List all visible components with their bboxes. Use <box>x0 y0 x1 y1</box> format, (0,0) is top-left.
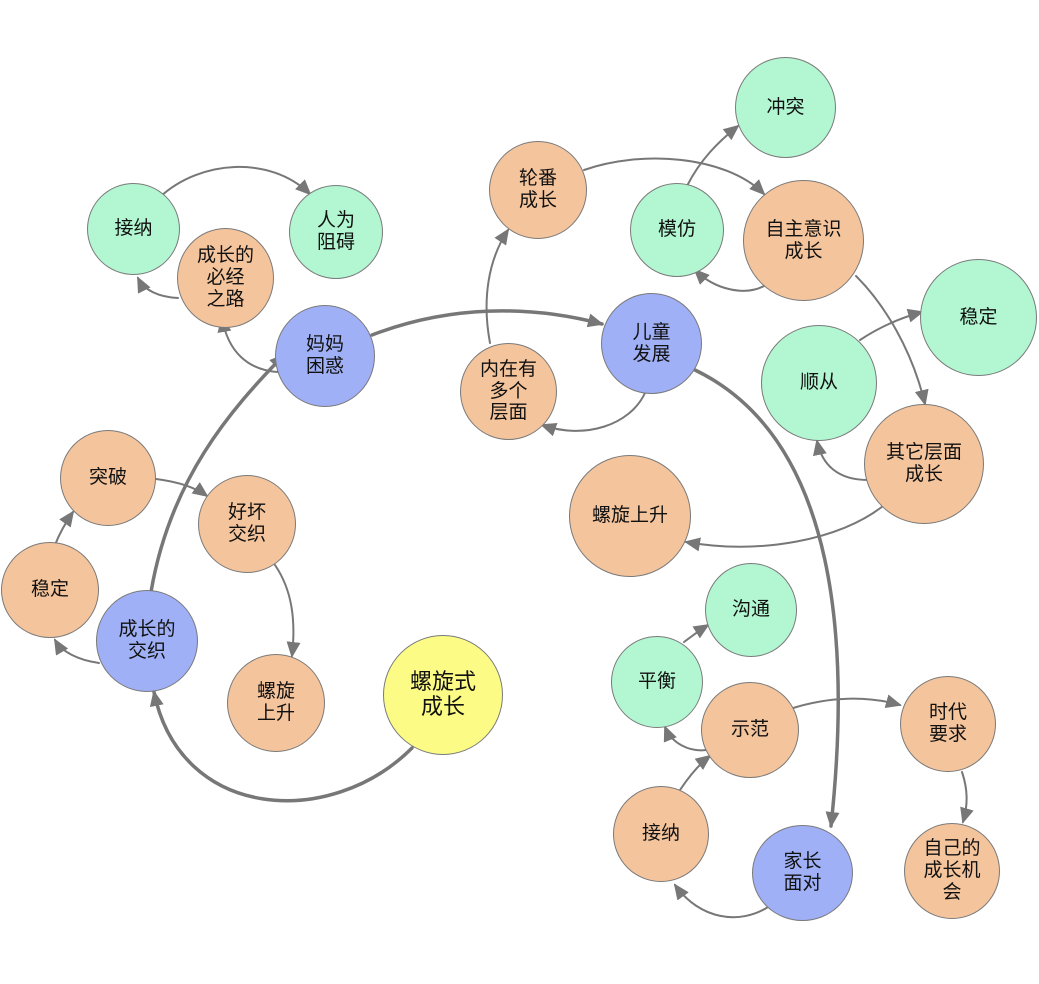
node-child-development-label: 儿童 发展 <box>632 320 671 365</box>
node-multiple-levels-label: 内在有 多个 层面 <box>479 357 537 424</box>
edge-child-to-levels <box>540 392 646 437</box>
node-breakthrough-label: 突破 <box>88 466 127 489</box>
node-own-opportunity: 自己的 成长机 会 <box>904 823 1000 919</box>
node-spiral-growth-label: 螺旋式 成长 <box>409 669 476 720</box>
node-good-bad-interweave: 好坏 交织 <box>198 475 296 573</box>
node-parents-face: 家长 面对 <box>752 825 853 921</box>
node-stable-right: 稳定 <box>920 259 1037 376</box>
node-demonstrate-label: 示范 <box>730 718 769 741</box>
edge-parents-to-accept <box>673 883 769 919</box>
node-stable-left-label: 稳定 <box>30 578 69 601</box>
node-take-turns: 轮番 成长 <box>489 141 587 239</box>
node-balance-label: 平衡 <box>637 670 676 693</box>
node-spiral-up-right: 螺旋上升 <box>569 455 691 577</box>
node-balance: 平衡 <box>611 636 703 728</box>
edge-child-to-parents <box>693 368 840 828</box>
edge-interweave-to-stable <box>53 638 100 664</box>
edge-demonstrate-to-balance <box>663 725 707 752</box>
node-era-requirement: 时代 要求 <box>900 676 996 772</box>
node-artificial-obstacle: 人为 阻碍 <box>289 185 383 279</box>
node-own-opportunity-label: 自己的 成长机 会 <box>923 837 981 903</box>
edge-autonomy-to-other <box>855 275 929 406</box>
node-take-turns-label: 轮番 成长 <box>518 167 557 211</box>
node-spiral-up-left: 螺旋 上升 <box>227 654 325 752</box>
edge-other-to-spiralup <box>684 505 884 552</box>
edge-path-to-accept <box>137 276 179 299</box>
edge-goodbad-to-spiralup <box>274 564 301 658</box>
node-multiple-levels: 内在有 多个 层面 <box>460 343 557 440</box>
node-growth-interweave-label: 成长的 交织 <box>118 618 176 662</box>
node-artificial-obstacle-label: 人为 阻碍 <box>316 209 355 253</box>
node-good-bad-interweave-label: 好坏 交织 <box>227 501 266 545</box>
node-child-development: 儿童 发展 <box>601 293 702 394</box>
node-growth-interweave: 成长的 交织 <box>96 590 198 692</box>
node-stable-right-label: 稳定 <box>959 305 998 328</box>
node-stable-left: 稳定 <box>1 542 99 638</box>
edge-interweave-to-mom <box>149 353 286 594</box>
node-communication: 沟通 <box>705 563 797 657</box>
node-obedience: 顺从 <box>761 325 877 441</box>
node-conflict: 冲突 <box>735 57 836 158</box>
node-autonomy-label: 自主意识 成长 <box>765 217 842 262</box>
node-conflict-label: 冲突 <box>766 95 805 118</box>
node-other-levels-label: 其它层面 成长 <box>885 441 962 485</box>
edge-other-to-obedience <box>813 439 869 481</box>
node-mom-confusion: 妈妈 困惑 <box>275 305 375 407</box>
node-necessary-path-label: 成长的 必经 之路 <box>196 244 254 310</box>
edge-breakthrough-to-goodbad <box>155 478 209 498</box>
edge-levels-to-turns <box>485 228 510 344</box>
node-accept-bottom: 接纳 <box>613 786 709 882</box>
edge-obedience-to-stable <box>859 308 924 341</box>
edge-autonomy-to-imitation <box>693 268 765 292</box>
edge-balance-to-communication <box>683 623 710 643</box>
node-accept-top: 接纳 <box>87 183 180 275</box>
edge-turns-to-autonomy <box>583 157 766 196</box>
node-communication-label: 沟通 <box>731 598 770 621</box>
node-breakthrough: 突破 <box>60 430 156 526</box>
edge-demonstrate-to-era <box>789 694 902 710</box>
edge-mom-to-child <box>370 309 604 337</box>
node-parents-face-label: 家长 面对 <box>783 850 822 894</box>
node-mom-confusion-label: 妈妈 困惑 <box>305 333 344 377</box>
edge-spiral-to-interweave <box>149 690 414 803</box>
node-other-levels: 其它层面 成长 <box>864 404 984 524</box>
node-spiral-up-left-label: 螺旋 上升 <box>256 680 295 724</box>
node-obedience-label: 顺从 <box>799 371 838 394</box>
node-accept-top-label: 接纳 <box>114 217 153 240</box>
node-spiral-up-right-label: 螺旋上升 <box>591 504 668 527</box>
edge-stable-to-breakthrough <box>54 510 75 546</box>
edge-era-to-opportunity <box>960 771 974 824</box>
node-imitation: 模仿 <box>630 183 724 277</box>
node-accept-bottom-label: 接纳 <box>641 822 680 845</box>
node-spiral-growth: 螺旋式 成长 <box>383 635 503 755</box>
node-imitation-label: 模仿 <box>657 218 696 241</box>
node-autonomy: 自主意识 成长 <box>743 180 864 301</box>
node-era-requirement-label: 时代 要求 <box>928 701 967 745</box>
edge-accept-to-demonstrate <box>679 754 712 791</box>
edge-accept-to-obstacle <box>159 166 312 198</box>
edge-imitation-to-conflict <box>686 124 740 187</box>
node-necessary-path: 成长的 必经 之路 <box>177 228 274 328</box>
node-demonstrate: 示范 <box>701 682 799 778</box>
